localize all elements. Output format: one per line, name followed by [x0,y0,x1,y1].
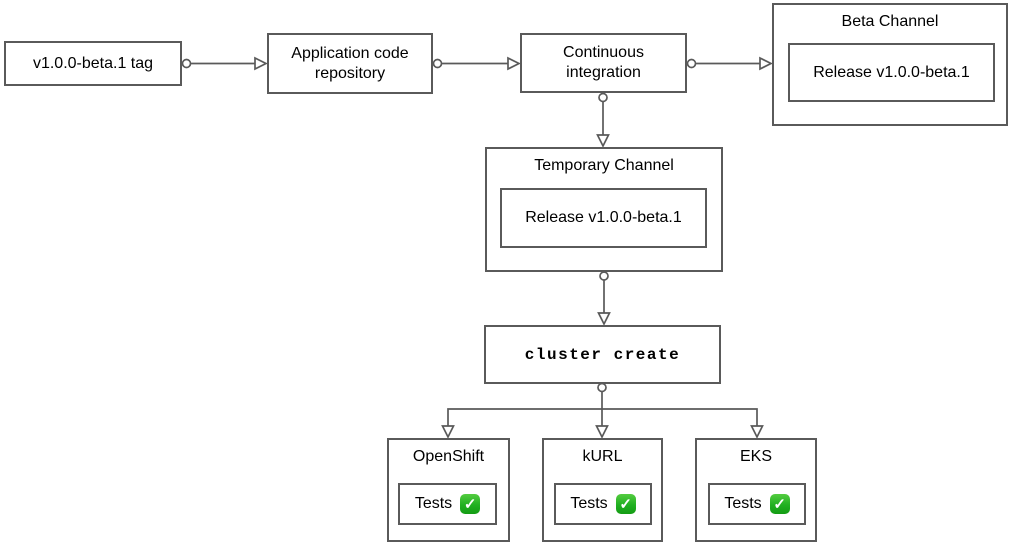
check-icon: ✓ [460,494,481,514]
check-icon: ✓ [615,494,636,514]
arrowhead [759,56,773,71]
edge-source-dot [432,58,443,69]
cluster-create-node: cluster create [484,325,721,384]
cluster-title-kurl: kURL [582,448,623,465]
temp-channel-title: Temporary Channel [534,157,674,174]
temp-release-label: Release v1.0.0-beta.1 [525,209,682,226]
edge-source-dot [686,58,697,69]
beta-release-node: Release v1.0.0-beta.1 [788,43,995,102]
app-repo-node-label: Application code repository [291,44,409,82]
tests-label: Tests [724,495,762,512]
tests-box-openshift: Tests ✓ [398,483,497,525]
check-icon: ✓ [769,494,790,514]
beta-channel-title: Beta Channel [841,13,939,30]
edge-source-dot [181,58,192,69]
temp-channel-node: Temporary Channel Release v1.0.0-beta.1 [485,147,723,272]
edge-source-dot [598,92,608,103]
beta-channel-node: Beta Channel Release v1.0.0-beta.1 [772,3,1008,126]
edge-source-dot [599,271,609,281]
arrowhead [254,56,268,71]
cluster-node-openshift: OpenShift Tests ✓ [387,438,510,542]
arrowhead [507,56,521,71]
tests-box-eks: Tests ✓ [708,483,806,525]
temp-release-node: Release v1.0.0-beta.1 [500,188,707,248]
arrowhead [595,425,609,439]
arrowhead [597,312,611,326]
ci-node: Continuous integration [520,33,687,93]
tests-label: Tests [570,495,608,512]
arrowhead [596,134,610,148]
edge-source-dot [597,382,607,393]
tag-node-label: v1.0.0-beta.1 tag [32,54,154,72]
ci-node-label: Continuous integration [563,44,644,81]
arrowhead [750,425,764,439]
cluster-node-eks: EKS Tests ✓ [695,438,817,542]
cluster-node-kurl: kURL Tests ✓ [542,438,663,542]
tag-node: v1.0.0-beta.1 tag [4,41,182,86]
cluster-create-label: cluster create [524,345,681,364]
cluster-title-eks: EKS [739,448,772,465]
app-repo-node: Application code repository [267,33,433,94]
cluster-title-openshift: OpenShift [412,448,485,465]
arrowhead [441,425,455,439]
beta-release-label: Release v1.0.0-beta.1 [813,63,970,81]
tests-box-kurl: Tests ✓ [554,483,652,525]
tests-label: Tests [414,495,453,512]
